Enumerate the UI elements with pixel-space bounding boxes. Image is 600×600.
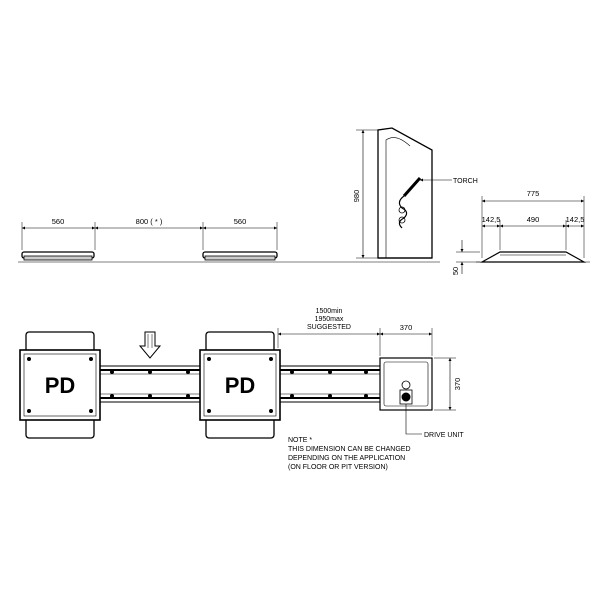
pd-label-left: PD: [45, 373, 76, 398]
column-height-label: 980: [352, 190, 361, 203]
note-line-1: THIS DIMENSION CAN BE CHANGED: [288, 446, 411, 453]
right-pad-elevation: [202, 251, 278, 261]
plan-view: [19, 328, 456, 439]
pad2-width-label: 560: [234, 217, 247, 226]
pad1-width-label: 560: [52, 217, 65, 226]
drive-unit: [379, 357, 433, 411]
left-pad-elevation: [21, 251, 95, 261]
side-total-label: 775: [527, 189, 540, 198]
column-elevation: [377, 127, 433, 259]
drive-depth-label: 370: [453, 378, 462, 391]
direction-arrow-icon: [138, 331, 162, 359]
spacing-label-min: 1500min: [316, 308, 343, 315]
drive-unit-label: DRIVE UNIT: [424, 432, 464, 439]
side-left-label: 142,5: [482, 215, 501, 224]
pd-unit-right: [199, 331, 281, 439]
pd-unit-left: [19, 331, 101, 439]
side-pad-elevation: [476, 251, 590, 263]
note-title: NOTE *: [288, 437, 312, 444]
gap-label: 800 ( * ): [136, 217, 163, 226]
rails: [95, 365, 383, 403]
note-line-3: (ON FLOOR OR PIT VERSION): [288, 464, 388, 471]
drive-width-label: 370: [400, 323, 413, 332]
side-height-label: 50: [451, 267, 460, 275]
note-line-2: DEPENDING ON THE APPLICATION: [288, 455, 405, 462]
pd-label-right: PD: [225, 373, 256, 398]
spacing-label-max: 1950max: [315, 316, 344, 323]
spacing-label-suggested: SUGGESTED: [307, 324, 351, 331]
note-block: NOTE * THIS DIMENSION CAN BE CHANGED DEP…: [288, 437, 411, 471]
side-right-label: 142,5: [566, 215, 585, 224]
torch-symbol: [402, 177, 422, 197]
elevation-view: [18, 127, 590, 274]
torch-label: TORCH: [453, 178, 478, 185]
side-mid-label: 490: [527, 215, 540, 224]
